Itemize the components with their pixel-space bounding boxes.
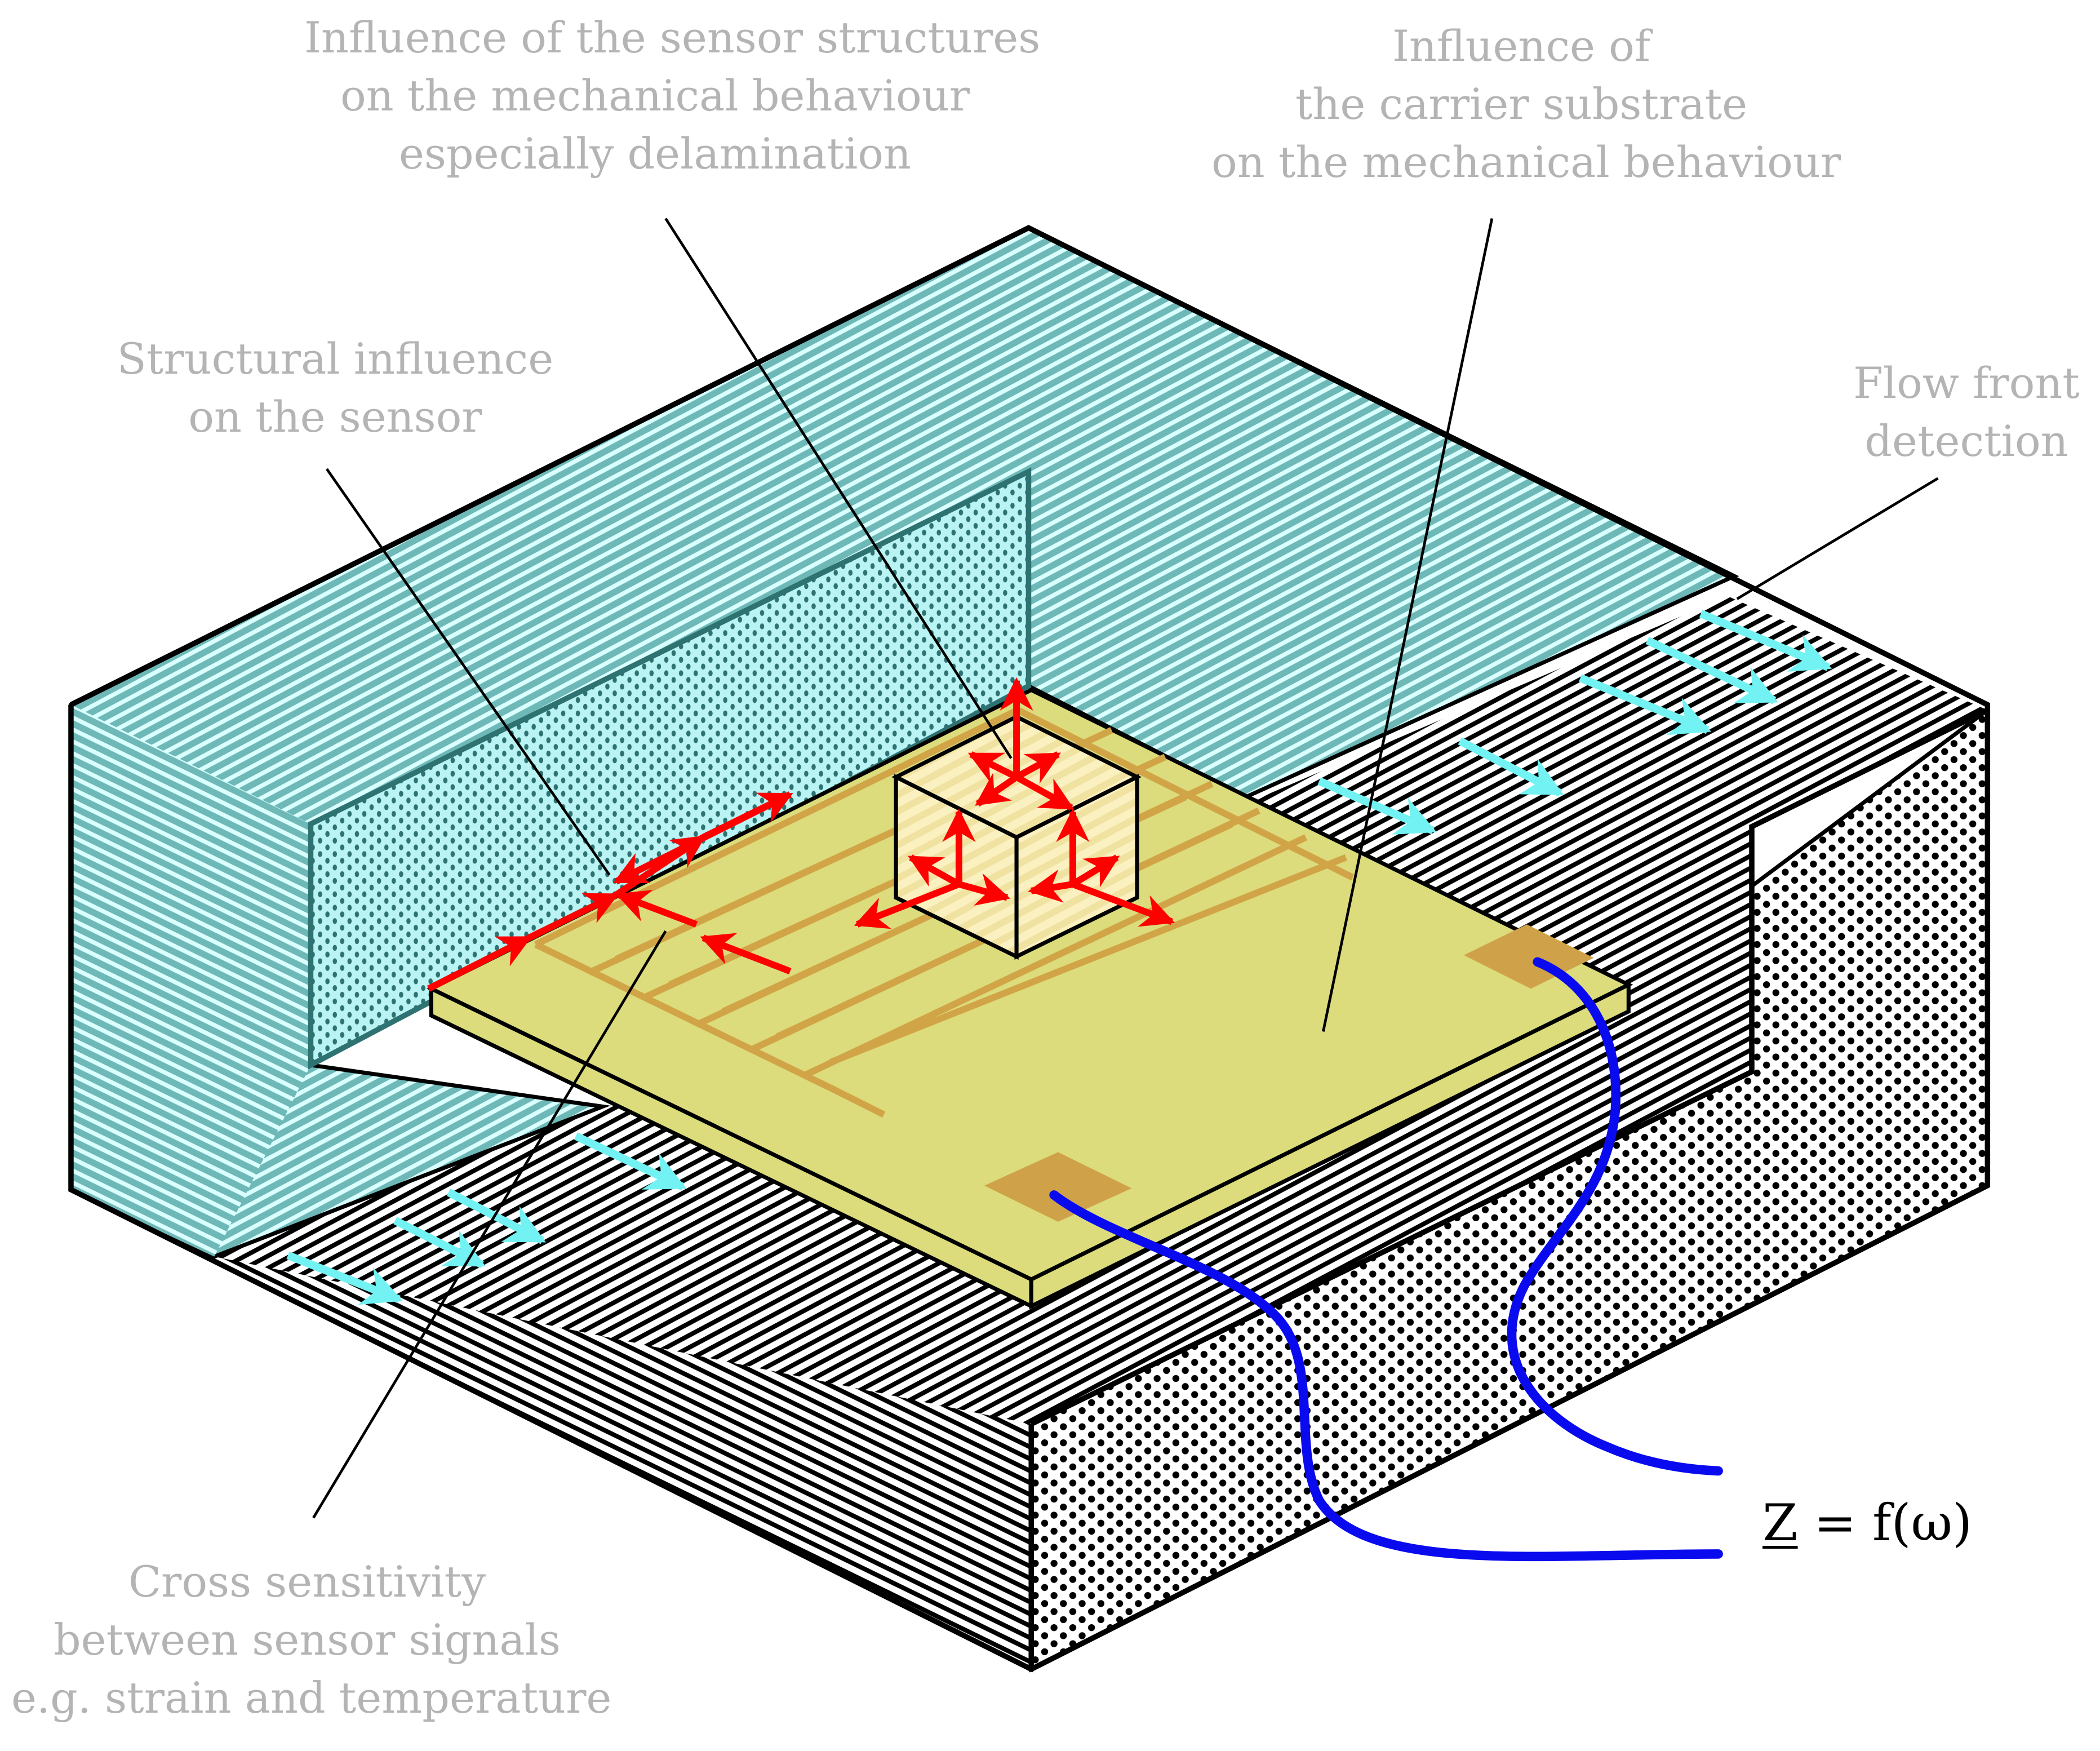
label-line: Influence of — [1392, 21, 1651, 71]
label-line: Influence of the sensor structures — [304, 12, 1041, 63]
block-outline — [68, 224, 1991, 1673]
label-sensor-structures: Influence of the sensor structures on th… — [304, 8, 1041, 183]
impedance-formula: Z = f(ω) — [1762, 1495, 1972, 1551]
label-flow-front: Flow front detection — [1837, 354, 2096, 470]
formula-symbol: Z — [1762, 1493, 1798, 1553]
flow-arrows — [286, 610, 1832, 1305]
label-structural-influence: Structural influence on the sensor — [113, 330, 558, 446]
leader-lines — [312, 218, 1939, 1519]
label-line: especially delamination — [399, 128, 911, 179]
label-line: Flow front — [1853, 358, 2080, 408]
label-cross-sensitivity: Cross sensitivity between sensor signals… — [11, 1553, 612, 1727]
contact-pad-left — [984, 1152, 1132, 1222]
label-line: on the mechanical behaviour — [1211, 137, 1841, 187]
cables — [1049, 957, 1723, 1562]
label-line: e.g. strain and temperature — [11, 1673, 612, 1723]
label-line: Cross sensitivity — [128, 1557, 486, 1607]
step-edge — [1030, 707, 1989, 1427]
resin-front-left — [70, 704, 311, 1257]
stress-arrows — [427, 677, 1175, 992]
label-line: on the sensor — [188, 392, 482, 442]
label-line: Structural influence — [117, 334, 554, 384]
formula-rest: = f(ω) — [1797, 1493, 1973, 1553]
label-line: between sensor signals — [54, 1615, 561, 1665]
label-line: on the mechanical behaviour — [340, 70, 970, 121]
label-line: detection — [1864, 416, 2068, 466]
label-line: the carrier substrate — [1295, 79, 1748, 129]
label-carrier-substrate: Influence of the carrier substrate on th… — [1211, 17, 1841, 191]
